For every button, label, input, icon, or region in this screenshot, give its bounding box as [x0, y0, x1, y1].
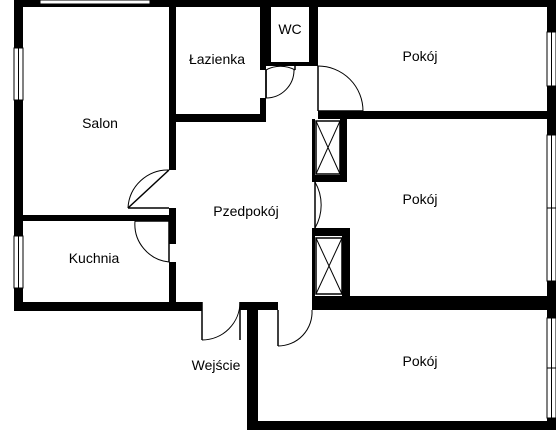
wall-lazienka-bottom	[169, 114, 266, 122]
door-pokoj-bottom	[277, 309, 313, 347]
window-kuchnia	[13, 235, 24, 289]
wall-wc-bottom	[266, 62, 318, 66]
wall-top	[14, 0, 556, 7]
label-kuchnia: Kuchnia	[69, 250, 120, 266]
wall-salon-right-lower	[169, 208, 176, 244]
wall-pokoj-mid-left-upper	[340, 119, 347, 181]
wall-closet-upper-bottom	[312, 175, 347, 182]
door-salon	[127, 169, 170, 209]
wall-salon-kuchnia	[14, 215, 176, 221]
window-pokoj-top	[546, 31, 556, 87]
window-pokoj-bottom	[546, 317, 556, 419]
wall-closet-right-lower	[342, 236, 350, 302]
doors	[127, 65, 364, 347]
door-pokoj-middle	[314, 181, 322, 229]
label-pokoj-middle: Pokój	[402, 191, 437, 207]
label-przedpokoj: Pzedpokój	[213, 203, 278, 219]
label-pokoj-bottom: Pokój	[402, 353, 437, 369]
label-salon: Salon	[82, 115, 118, 131]
closet-lower	[315, 237, 343, 295]
wall-kuchnia-right	[169, 262, 176, 311]
wall-lazienka-right-lower	[260, 98, 266, 122]
wall-bottom	[247, 421, 556, 430]
closet-upper	[315, 120, 341, 175]
label-pokoj-top: Pokój	[402, 48, 437, 64]
label-wc: WC	[278, 21, 301, 37]
door-entrance	[201, 301, 241, 341]
wall-wc-right	[309, 0, 318, 66]
wall-wc-left	[266, 0, 271, 66]
window-pokoj-middle	[546, 134, 556, 282]
door-kuchnia	[134, 220, 170, 263]
wall-closet-upper-left	[312, 119, 315, 182]
wall-bottom-right-ext	[312, 302, 556, 310]
wall-entrance-post	[247, 302, 258, 429]
window-top-left	[39, 0, 151, 5]
door-lazienka	[265, 69, 295, 99]
window-salon	[13, 47, 24, 101]
room-labels: Salon Łazienka WC Pokój Pokój Pokój Pzed…	[69, 21, 438, 373]
wall-left	[14, 0, 23, 311]
windows	[13, 0, 556, 419]
door-wc	[265, 65, 296, 98]
wall-closet-lower-top	[312, 228, 350, 236]
closets	[315, 120, 343, 295]
wall-closet-lower-left	[312, 236, 315, 302]
walls	[14, 0, 556, 430]
door-pokoj-top	[317, 65, 364, 112]
wall-pokoj-top-bottom	[318, 111, 556, 119]
wall-lazienka-right-upper	[260, 0, 266, 70]
wall-pokoj-mid-bottom	[312, 296, 556, 304]
wall-bottom-mid	[240, 302, 278, 310]
label-lazienka: Łazienka	[189, 51, 245, 67]
wall-bottom-left	[14, 302, 202, 311]
wall-salon-right-upper	[169, 0, 176, 170]
label-wejscie: Wejście	[192, 357, 241, 373]
